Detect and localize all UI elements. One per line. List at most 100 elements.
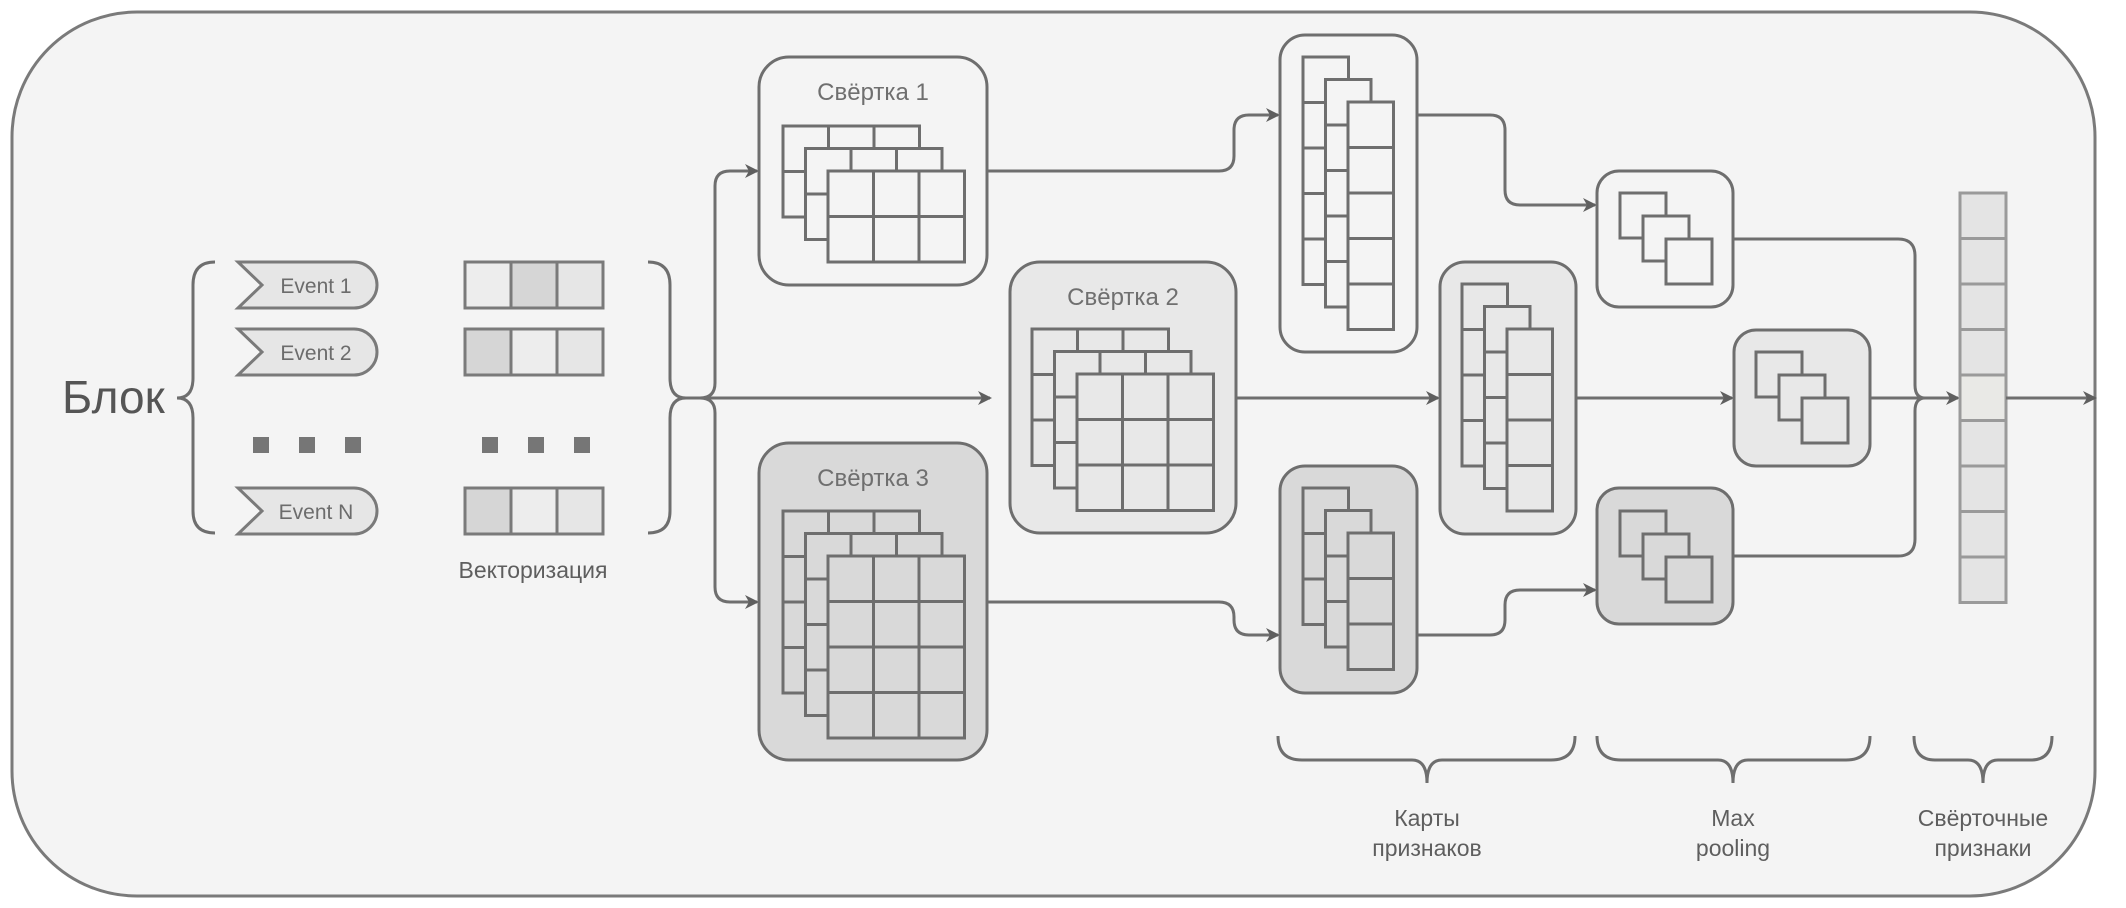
event-tag: Event 1 — [234, 260, 379, 310]
ellipsis-dot — [528, 437, 544, 453]
output-vector-cell — [1958, 555, 2008, 604]
max-pool-box — [1595, 486, 1735, 626]
output-vector-cell — [1958, 419, 2008, 468]
kernel-cell — [826, 169, 875, 218]
max-pool-box — [1595, 169, 1735, 309]
kernel-cell — [826, 554, 875, 603]
kernel-cell — [872, 215, 921, 264]
feature-map-box — [1278, 464, 1419, 695]
kernel-cell — [917, 554, 966, 603]
max-pool-square — [1664, 555, 1714, 604]
vector-cell — [463, 486, 513, 536]
arrow-conv1-to-fm1 — [987, 108, 1280, 173]
feature-map-cell — [1346, 577, 1395, 626]
feature-map-cell — [1505, 464, 1554, 513]
brace-max-pooling — [1595, 735, 1872, 784]
event-tag: Event N — [234, 486, 379, 536]
feature-map-layer — [1346, 100, 1395, 331]
convolution-box: Свёртка 3 — [757, 441, 989, 762]
feature-map-cell — [1346, 100, 1395, 149]
output-vector-cell — [1958, 191, 2008, 240]
output-vector-cell — [1958, 328, 2008, 377]
output-vector-cell — [1958, 373, 2008, 422]
kernel-cell — [917, 215, 966, 264]
output-vector-cell — [1958, 464, 2008, 513]
max-pooling-label-line1: Max — [1711, 805, 1755, 831]
feature-map-cell — [1346, 191, 1395, 240]
input-brace-left — [176, 260, 216, 535]
kernel-cell — [917, 691, 966, 740]
max-pool-square — [1664, 237, 1714, 286]
kernel-cell — [872, 600, 921, 649]
kernel-cell — [826, 215, 875, 264]
feature-map-cell — [1505, 327, 1554, 376]
kernel-cell — [826, 600, 875, 649]
kernel-cell — [1166, 463, 1215, 512]
arrow-fm3-to-pool3 — [1417, 583, 1597, 637]
feature-maps-group — [1278, 33, 1578, 695]
ellipsis-dot — [574, 437, 590, 453]
max-pool-box — [1732, 328, 1872, 468]
kernel-cell — [917, 169, 966, 218]
ellipsis-dot — [253, 437, 269, 453]
kernel-cell — [1166, 418, 1215, 467]
event-tag: Event 2 — [234, 327, 379, 377]
feature-map-cell — [1346, 146, 1395, 195]
feature-maps-label-line1: Карты — [1394, 805, 1460, 831]
vectors-group — [463, 260, 605, 536]
event-vector — [463, 327, 605, 377]
feature-map-cell — [1505, 418, 1554, 467]
kernel-layer — [1075, 372, 1215, 512]
vector-cell — [555, 260, 605, 310]
kernel-cell — [1121, 372, 1170, 421]
event-vector — [463, 260, 605, 310]
event-label: Event N — [279, 501, 354, 524]
kernel-cell — [872, 645, 921, 694]
events-group: Event 1 Event 2 Event N — [234, 260, 379, 536]
event-label: Event 2 — [280, 342, 351, 365]
event-label: Event 1 — [280, 275, 351, 298]
feature-map-box — [1278, 33, 1419, 354]
arrow-conv3-to-fm3 — [987, 600, 1280, 642]
output-vector-cell — [1958, 237, 2008, 286]
kernel-cell — [1166, 372, 1215, 421]
feature-map-cell — [1505, 373, 1554, 422]
vector-cell — [509, 486, 559, 536]
convolution-label: Свёртка 3 — [817, 465, 929, 492]
max-pooling-label-line2: pooling — [1696, 835, 1770, 861]
vector-cell — [509, 327, 559, 377]
kernel-cell — [872, 169, 921, 218]
arrow-to-conv3 — [699, 396, 759, 609]
kernel-cell — [1075, 418, 1124, 467]
output-vector-cell — [1958, 510, 2008, 559]
convolution-box: Свёртка 2 — [1008, 260, 1238, 535]
vector-cell — [463, 260, 513, 310]
output-vector — [1958, 191, 2008, 604]
kernel-cell — [917, 600, 966, 649]
kernel-cell — [872, 691, 921, 740]
conv-features-label-line2: признаки — [1934, 835, 2031, 861]
event-tag-shape — [234, 486, 379, 536]
event-vector — [463, 486, 605, 536]
kernel-cell — [917, 645, 966, 694]
ellipsis-dot — [482, 437, 498, 453]
block-label: Блок — [62, 371, 166, 423]
kernel-cell — [826, 691, 875, 740]
vector-cell — [555, 327, 605, 377]
kernel-layer — [826, 554, 966, 740]
convolution-label: Свёртка 1 — [817, 79, 929, 106]
max-pool-square — [1800, 396, 1850, 445]
brace-conv-features — [1912, 735, 2054, 784]
kernel-cell — [1075, 463, 1124, 512]
arrow-fm1-to-pool1 — [1417, 113, 1597, 212]
kernel-cell — [1075, 372, 1124, 421]
convolution-label: Свёртка 2 — [1067, 284, 1179, 311]
kernel-layer — [826, 169, 966, 264]
kernel-cell — [1121, 463, 1170, 512]
brace-feature-maps — [1276, 735, 1577, 784]
ellipsis-group — [253, 437, 590, 453]
feature-map-cell — [1346, 622, 1395, 671]
output-vector-cell — [1958, 282, 2008, 331]
max-pools-group — [1595, 169, 1872, 626]
